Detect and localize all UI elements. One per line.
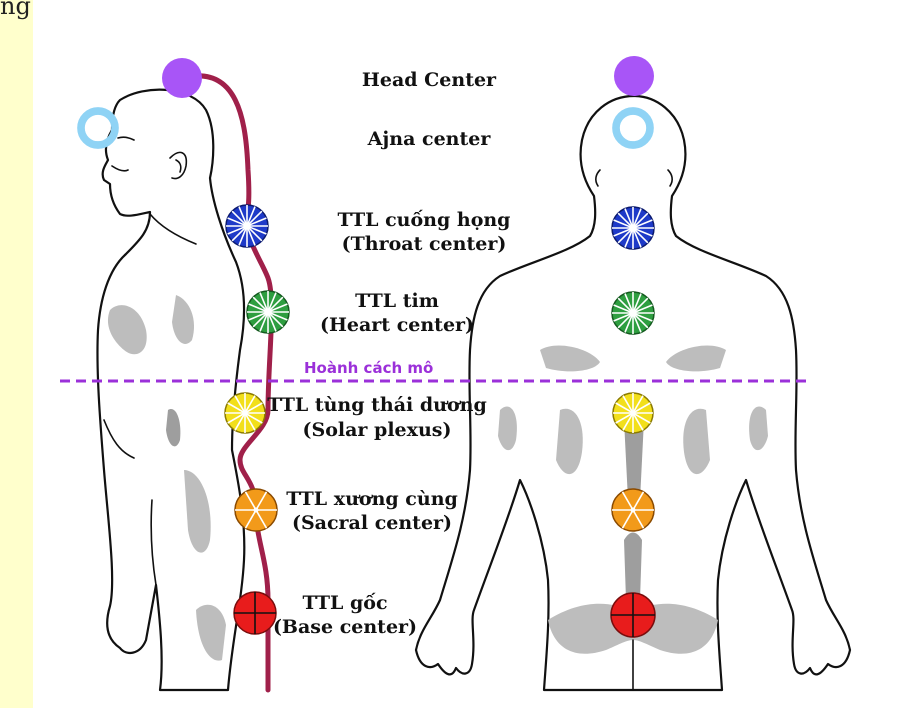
base-cross-icon <box>234 592 276 634</box>
label-sacral-center: TTL xương cùng(Sacral center) <box>286 488 458 534</box>
diaphragm-label: Hoành cách mô <box>304 359 433 377</box>
label-ajna-center: Ajna center <box>367 128 492 150</box>
label-heart-center: TTL tim(Heart center) <box>320 290 474 336</box>
throat-wheel-icon <box>612 207 654 249</box>
base-cross-icon <box>611 593 655 637</box>
sacral-wheel-icon <box>612 489 654 531</box>
label-throat-center: TTL cuống họng(Throat center) <box>338 209 511 255</box>
heart-wheel-icon <box>247 291 289 333</box>
label-solar-plexus: TTL tùng thái dương(Solar plexus) <box>267 394 486 441</box>
label-base-center: TTL gốc(Base center) <box>273 592 417 638</box>
head-center-icon <box>162 58 202 98</box>
side-strip <box>0 0 33 708</box>
head-center-icon <box>614 56 654 96</box>
side-view-figure <box>97 90 244 690</box>
solar-wheel-icon <box>613 393 653 433</box>
label-head-center: Head Center <box>362 69 497 91</box>
top-cut-text: ng <box>0 0 31 20</box>
solar-wheel-icon <box>225 393 265 433</box>
heart-wheel-icon <box>612 292 654 334</box>
sacral-wheel-icon <box>235 489 277 531</box>
ajna-ring-icon <box>81 111 115 145</box>
throat-wheel-icon <box>226 205 268 247</box>
